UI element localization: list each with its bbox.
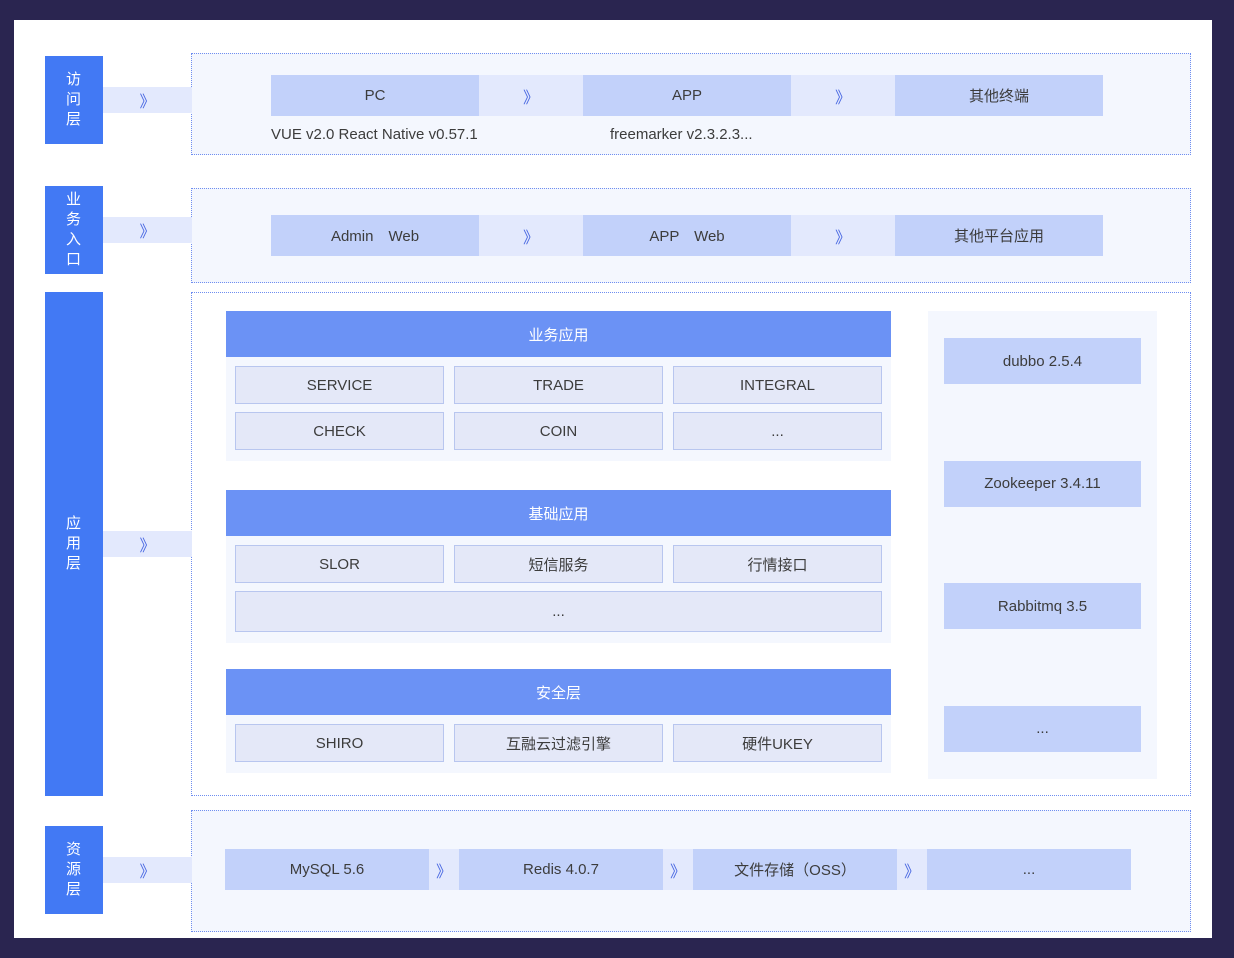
section-security-title: 安全层	[226, 669, 891, 715]
chip-more[interactable]: ...	[235, 591, 882, 632]
connector-application: 》	[103, 531, 192, 557]
node-mysql[interactable]: MySQL 5.6	[225, 849, 429, 890]
node-app-label: APP	[671, 87, 702, 104]
section-security: 安全层 SHIRO 互融云过滤引擎 硬件UKEY	[226, 669, 891, 773]
middleware-panel: dubbo 2.5.4 Zookeeper 3.4.11 Rabbitmq 3.…	[928, 311, 1157, 779]
chip-trade[interactable]: TRADE	[454, 366, 663, 404]
layer-tab-application[interactable]: 应用层	[45, 292, 103, 796]
section-business-application-title: 业务应用	[226, 311, 891, 357]
node-pc-label: PC	[364, 87, 386, 104]
chip-slor[interactable]: SLOR	[235, 545, 444, 583]
layer-row-resource: 资源层 》 MySQL 5.6 》 Redis 4.0.7 》 文件存储	[14, 810, 1212, 938]
middleware-item-dubbo[interactable]: dubbo 2.5.4	[944, 338, 1141, 384]
node-app[interactable]: APP	[583, 75, 791, 116]
chip-row: SLOR 短信服务 行情接口	[235, 545, 882, 583]
layer-container-application: 业务应用 SERVICE TRADE INTEGRAL CHECK COIN .…	[191, 292, 1191, 796]
chevron-icon: 》	[791, 75, 895, 116]
node-flow-business-entry: Admin Web 》 APP Web 》 其他平台应用	[271, 215, 1111, 256]
node-pc[interactable]: PC	[271, 75, 479, 116]
section-basic-application-title: 基础应用	[226, 490, 891, 536]
chip-hardware-ukey[interactable]: 硬件UKEY	[673, 724, 882, 762]
node-app-web[interactable]: APP Web	[583, 215, 791, 256]
middleware-item-zookeeper[interactable]: Zookeeper 3.4.11	[944, 460, 1141, 507]
middleware-item-more[interactable]: ...	[944, 705, 1141, 752]
connector-resource: 》	[103, 857, 192, 883]
layer-tab-business-entry-label: 业务入口	[66, 191, 83, 268]
middleware-item-rabbitmq[interactable]: Rabbitmq 3.5	[944, 583, 1141, 630]
node-other-terminal[interactable]: 其他终端	[895, 75, 1103, 116]
chevron-icon: 》	[139, 94, 156, 111]
layer-tab-resource-label: 资源层	[66, 841, 83, 898]
layer-tab-business-entry[interactable]: 业务入口	[45, 186, 103, 274]
section-business-application-body: SERVICE TRADE INTEGRAL CHECK COIN ...	[226, 357, 891, 461]
section-basic-application-body: SLOR 短信服务 行情接口 ...	[226, 536, 891, 643]
connector-business-entry: 》	[103, 217, 192, 243]
node-other-terminal-label: 其他终端	[968, 88, 1029, 105]
section-business-application: 业务应用 SERVICE TRADE INTEGRAL CHECK COIN .…	[226, 311, 891, 461]
layer-tab-access[interactable]: 访问层	[45, 56, 103, 144]
layer-row-application: 应用层 》 业务应用 SERVICE TRADE INTEGRAL CHECK	[14, 292, 1212, 796]
node-more-label: ...	[1022, 861, 1036, 878]
chevron-icon: 》	[663, 849, 693, 890]
node-file-storage-oss[interactable]: 文件存储（OSS）	[693, 849, 897, 890]
diagram-canvas: 访问层 》 PC 》 APP 》 其他终端	[14, 20, 1212, 938]
chevron-icon: 》	[429, 849, 459, 890]
chevron-icon: 》	[791, 215, 895, 256]
layer-row-business-entry: 业务入口 》 Admin Web 》 APP Web 》 其他平台应用	[14, 175, 1212, 295]
layer-tab-access-label: 访问层	[66, 71, 83, 128]
chip-row: SHIRO 互融云过滤引擎 硬件UKEY	[235, 724, 882, 762]
chevron-icon: 》	[139, 224, 156, 241]
node-flow-resource: MySQL 5.6 》 Redis 4.0.7 》 文件存储（OSS） 》	[225, 849, 1157, 890]
caption-pc-stack: VUE v2.0 React Native v0.57.1	[271, 126, 478, 143]
chip-coin[interactable]: COIN	[454, 412, 663, 450]
layer-container-access: PC 》 APP 》 其他终端 VUE v2.0 React Native v0…	[191, 53, 1191, 155]
chip-shiro[interactable]: SHIRO	[235, 724, 444, 762]
chip-row: SERVICE TRADE INTEGRAL	[235, 366, 882, 404]
node-other-platform-app-label: 其他平台应用	[953, 228, 1044, 245]
chevron-icon: 》	[897, 849, 927, 890]
layer-row-access: 访问层 》 PC 》 APP 》 其他终端	[14, 20, 1212, 180]
node-admin-web-label: Admin Web	[330, 228, 420, 245]
node-more[interactable]: ...	[927, 849, 1131, 890]
chip-more[interactable]: ...	[673, 412, 882, 450]
node-redis[interactable]: Redis 4.0.7	[459, 849, 663, 890]
section-security-body: SHIRO 互融云过滤引擎 硬件UKEY	[226, 715, 891, 773]
layer-tab-application-label: 应用层	[66, 515, 83, 572]
chip-row: ...	[235, 591, 882, 632]
node-redis-label: Redis 4.0.7	[523, 861, 599, 878]
chevron-icon: 》	[479, 215, 583, 256]
node-flow-access: PC 》 APP 》 其他终端	[271, 75, 1111, 116]
chip-integral[interactable]: INTEGRAL	[673, 366, 882, 404]
chip-service[interactable]: SERVICE	[235, 366, 444, 404]
node-file-storage-oss-label: 文件存储（OSS）	[734, 862, 856, 879]
chevron-icon: 》	[139, 538, 156, 555]
connector-access: 》	[103, 87, 192, 113]
section-basic-application: 基础应用 SLOR 短信服务 行情接口 ...	[226, 490, 891, 643]
chip-hurong-cloud-filter-engine[interactable]: 互融云过滤引擎	[454, 724, 663, 762]
layer-tab-resource[interactable]: 资源层	[45, 826, 103, 914]
caption-app-stack: freemarker v2.3.2.3...	[610, 126, 753, 143]
chevron-icon: 》	[139, 864, 156, 881]
layer-container-resource: MySQL 5.6 》 Redis 4.0.7 》 文件存储（OSS） 》	[191, 810, 1191, 932]
node-mysql-label: MySQL 5.6	[289, 861, 365, 878]
layer-container-business-entry: Admin Web 》 APP Web 》 其他平台应用	[191, 188, 1191, 283]
chevron-icon: 》	[479, 75, 583, 116]
chip-sms-service[interactable]: 短信服务	[454, 545, 663, 583]
chip-check[interactable]: CHECK	[235, 412, 444, 450]
node-app-web-label: APP Web	[649, 228, 725, 245]
chip-row: CHECK COIN ...	[235, 412, 882, 450]
node-other-platform-app[interactable]: 其他平台应用	[895, 215, 1103, 256]
node-admin-web[interactable]: Admin Web	[271, 215, 479, 256]
chip-market-api[interactable]: 行情接口	[673, 545, 882, 583]
